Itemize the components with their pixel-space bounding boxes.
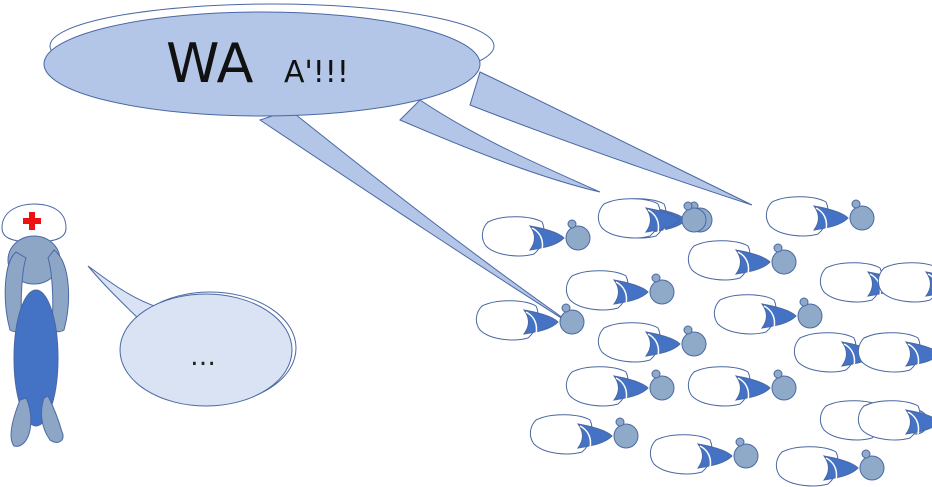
baby-swaddle-pod bbox=[687, 240, 751, 281]
baby-head bbox=[797, 303, 823, 329]
swaddled-baby-icon bbox=[775, 446, 885, 487]
baby-hair-tuft bbox=[651, 273, 661, 283]
baby-swaddle-pod bbox=[687, 366, 751, 407]
baby-head bbox=[565, 225, 591, 251]
nurse-bubble-body bbox=[119, 293, 293, 407]
nurse-speech-bubble: … bbox=[87, 265, 297, 407]
swaddled-baby-icon bbox=[765, 196, 875, 237]
swaddled-baby-icon bbox=[481, 216, 591, 257]
baby-swaddle-pod bbox=[481, 216, 545, 257]
baby-swaddle-pod bbox=[793, 332, 857, 373]
baby-blanket bbox=[904, 341, 932, 367]
baby-hair-tuft bbox=[561, 303, 571, 313]
baby-blanket-fold bbox=[647, 209, 660, 233]
baby-blanket-fold bbox=[843, 343, 856, 367]
baby-hair-tuft bbox=[567, 219, 577, 229]
baby-blanket-fold bbox=[907, 411, 920, 435]
baby-blanket-fold bbox=[907, 343, 920, 367]
baby-hair-tuft bbox=[861, 449, 871, 459]
baby-blanket-fold bbox=[699, 445, 712, 469]
baby-head bbox=[681, 331, 707, 357]
baby-swaddle-pod bbox=[857, 400, 921, 441]
baby-swaddle-pod bbox=[565, 270, 629, 311]
baby-swaddle-pod bbox=[565, 366, 629, 407]
baby-blanket-fold bbox=[525, 311, 538, 335]
baby-swaddle-pod bbox=[877, 262, 932, 303]
baby-swaddle-pod bbox=[819, 262, 883, 303]
baby-head bbox=[771, 249, 797, 275]
baby-blanket-fold bbox=[531, 227, 544, 251]
swaddled-baby-icon bbox=[529, 414, 639, 455]
baby-hair-tuft bbox=[683, 201, 693, 211]
baby-blanket-fold bbox=[579, 425, 592, 449]
shout-bubble-tail-1 bbox=[469, 71, 753, 206]
swaddled-baby-icon bbox=[475, 300, 585, 341]
baby-blanket-fold bbox=[615, 377, 628, 401]
baby-blanket-fold bbox=[615, 281, 628, 305]
swaddled-baby-icon bbox=[713, 294, 823, 335]
baby-swaddle-pod bbox=[765, 196, 829, 237]
baby-hair-tuft bbox=[735, 437, 745, 447]
baby-head bbox=[733, 443, 759, 469]
nurse-bubble-text: … bbox=[190, 342, 216, 372]
swaddled-baby-icon bbox=[597, 198, 707, 239]
baby-swaddle-pod bbox=[475, 300, 539, 341]
swaddled-baby-icon bbox=[877, 262, 932, 303]
baby-hair-tuft bbox=[773, 243, 783, 253]
baby-swaddle-pod bbox=[649, 434, 713, 475]
baby-swaddle-pod bbox=[597, 198, 661, 239]
baby-blanket bbox=[924, 271, 932, 297]
swaddled-baby-icon bbox=[857, 400, 932, 441]
baby-blanket-fold bbox=[927, 273, 932, 278]
baby-hair-tuft bbox=[683, 325, 693, 335]
baby-blanket-fold bbox=[825, 457, 838, 481]
baby-head bbox=[849, 205, 875, 231]
red-cross-icon bbox=[23, 212, 41, 230]
shout-bubble-tail-2 bbox=[399, 99, 601, 193]
nurse-left-leg bbox=[10, 397, 32, 447]
baby-swaddle-pod bbox=[529, 414, 593, 455]
baby-hair-tuft bbox=[851, 199, 861, 209]
baby-swaddle-pod bbox=[857, 332, 921, 373]
baby-swaddle-pod bbox=[713, 294, 777, 335]
shout-text-big: WA bbox=[166, 32, 253, 95]
swaddled-baby-icon bbox=[565, 366, 675, 407]
baby-head bbox=[559, 309, 585, 335]
baby-head bbox=[681, 207, 707, 233]
baby-hair-tuft bbox=[651, 369, 661, 379]
nurse-right-leg bbox=[41, 395, 64, 443]
shout-bubble-body bbox=[43, 11, 481, 117]
swaddled-baby-icon bbox=[565, 270, 675, 311]
swaddled-baby-icon bbox=[687, 366, 797, 407]
baby-head bbox=[649, 375, 675, 401]
baby-blanket-fold bbox=[763, 305, 776, 329]
baby-blanket-fold bbox=[815, 207, 828, 231]
baby-blanket-fold bbox=[737, 377, 750, 401]
baby-swaddle-pod bbox=[775, 446, 839, 487]
baby-hair-tuft bbox=[799, 297, 809, 307]
baby-head bbox=[613, 423, 639, 449]
baby-hair-tuft bbox=[615, 417, 625, 427]
baby-swaddle-pod bbox=[597, 322, 661, 363]
nurse-figure-icon bbox=[1, 203, 70, 447]
baby-head bbox=[771, 375, 797, 401]
shout-speech-bubble: WA A'!!! bbox=[43, 3, 753, 331]
baby-hair-tuft bbox=[773, 369, 783, 379]
swaddled-baby-icon bbox=[857, 332, 932, 373]
swaddled-baby-icon bbox=[649, 434, 759, 475]
nurse-body bbox=[13, 289, 59, 427]
baby-blanket bbox=[904, 409, 932, 435]
baby-head bbox=[649, 279, 675, 305]
babies-group bbox=[475, 196, 932, 487]
swaddled-baby-icon bbox=[687, 240, 797, 281]
shout-text-small: A'!!! bbox=[284, 55, 349, 90]
baby-blanket-fold bbox=[647, 333, 660, 357]
swaddled-baby-icon bbox=[597, 322, 707, 363]
baby-blanket-fold bbox=[737, 251, 750, 275]
baby-head bbox=[859, 455, 885, 481]
